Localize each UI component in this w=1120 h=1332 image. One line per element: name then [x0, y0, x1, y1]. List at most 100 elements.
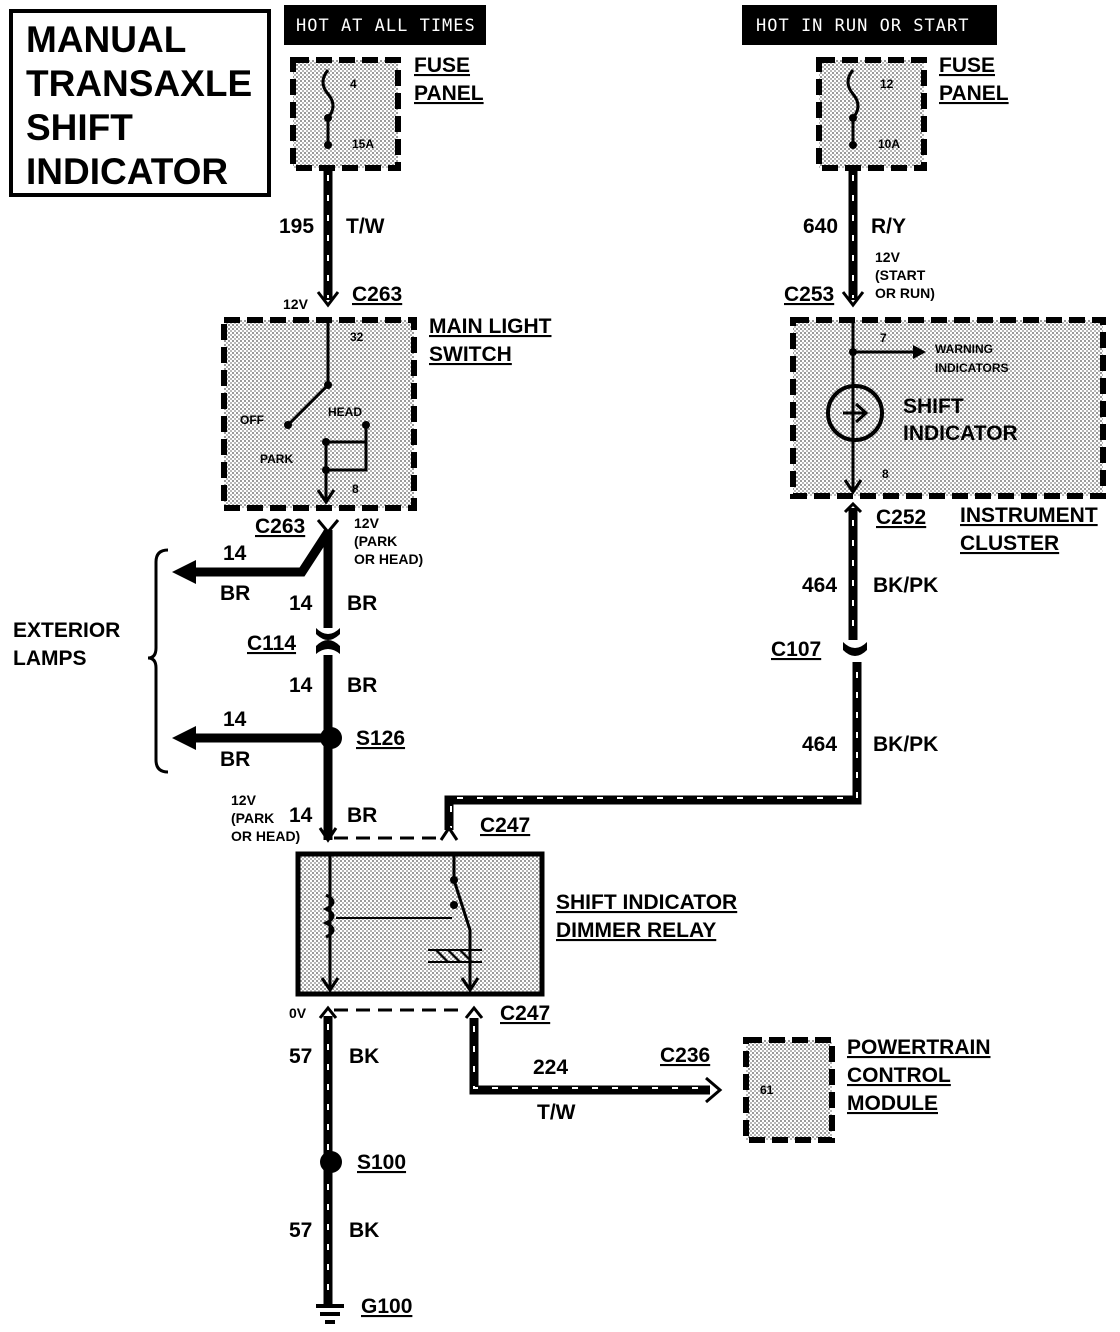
title-line-2: TRANSAXLE: [26, 63, 252, 104]
main-light-switch-label-1: MAIN LIGHT: [429, 315, 552, 338]
pcm-label-1: POWERTRAIN: [847, 1036, 991, 1059]
wire-224-circuit: 224: [533, 1056, 568, 1079]
wire-14-label-d: 14: [223, 708, 247, 731]
fuse-left-label-1: FUSE: [414, 54, 470, 77]
wire-464-label-b: 464: [802, 733, 837, 756]
cluster-pin-7: 7: [880, 331, 887, 345]
exterior-lamps-label-1: EXTERIOR: [13, 619, 120, 642]
pcm-label-2: CONTROL: [847, 1064, 951, 1087]
instrument-cluster: 7 8 WARNING INDICATORS SHIFT INDICATOR I…: [790, 317, 1106, 555]
wire-195-color: T/W: [346, 215, 385, 238]
connector-c107: C107: [771, 638, 821, 661]
voltage-12v-start-2: (START: [875, 267, 926, 283]
fuse-right-label-1: FUSE: [939, 54, 995, 77]
voltage-12v-park-b2: (PARK: [231, 810, 274, 826]
wire-bkpk-label-b: BK/PK: [873, 733, 938, 756]
wire-57-label-b: 57: [289, 1219, 312, 1242]
exterior-lamps-label-2: LAMPS: [13, 647, 87, 670]
switch-pin-8: 8: [352, 482, 359, 496]
cluster-pin-8: 8: [882, 467, 889, 481]
wire-640-color: R/Y: [871, 215, 906, 238]
wire-br-label-e: BR: [347, 804, 377, 827]
wire-14-label-b: 14: [289, 592, 313, 615]
connector-c247-top: C247: [480, 814, 530, 837]
instrument-cluster-label-2: CLUSTER: [960, 532, 1059, 555]
ground-g100: G100: [361, 1295, 412, 1318]
exterior-lamps-bracket: EXTERIOR LAMPS: [13, 548, 169, 774]
wire-br-label-c: BR: [347, 674, 377, 697]
voltage-12v-start-1: 12V: [875, 249, 901, 265]
wire-14-label-c: 14: [289, 674, 313, 697]
wire-57-bk: [316, 1016, 344, 1324]
fuse-left-rating: 15A: [352, 137, 374, 151]
wire-14-label-e: 14: [289, 804, 313, 827]
wire-br-label-b: BR: [347, 592, 377, 615]
wire-195-circuit: 195: [279, 215, 314, 238]
voltage-12v-park-b3: OR HEAD): [231, 828, 300, 844]
fuse-right-label-2: PANEL: [939, 82, 1009, 105]
main-light-switch: 32 OFF HEAD PARK 8 MAIN LIGHT SWITCH: [221, 315, 552, 511]
connector-c263-bottom: C263: [255, 515, 305, 538]
wire-57-label-a: 57: [289, 1045, 312, 1068]
wire-bkpk-label-a: BK/PK: [873, 574, 938, 597]
powertrain-control-module: 61 POWERTRAIN CONTROL MODULE: [743, 1036, 991, 1143]
fuse-panel-right: 12 10A FUSE PANEL: [816, 54, 1009, 171]
voltage-12v-park-b1: 12V: [231, 792, 257, 808]
voltage-12v-park-2: (PARK: [354, 533, 397, 549]
connector-c263-top: C263: [352, 283, 402, 306]
connector-c114: C114: [247, 632, 296, 655]
pcm-label-3: MODULE: [847, 1092, 938, 1115]
title-line-3: SHIFT: [26, 107, 133, 148]
fuse-panel-left: 4 15A FUSE PANEL: [290, 54, 484, 171]
relay-label-2: DIMMER RELAY: [556, 919, 716, 942]
wire-640-circuit: 640: [803, 215, 838, 238]
shift-indicator-label-1: SHIFT: [903, 395, 964, 418]
voltage-12v-top: 12V: [283, 296, 309, 312]
fuse-right-rating: 10A: [878, 137, 900, 151]
title-block: MANUAL TRANSAXLE SHIFT INDICATOR: [9, 9, 271, 197]
power-feed-left-label: HOT AT ALL TIMES: [296, 16, 476, 36]
switch-pin-32: 32: [350, 330, 364, 344]
warning-indicators-2: INDICATORS: [935, 361, 1009, 375]
fuse-left-label-2: PANEL: [414, 82, 484, 105]
warning-indicators-1: WARNING: [935, 342, 993, 356]
switch-off-label: OFF: [240, 413, 264, 427]
wire-464-bkpk: [439, 501, 867, 841]
connector-c252: C252: [876, 506, 926, 529]
wire-br-label-d: BR: [220, 748, 250, 771]
switch-head-label: HEAD: [328, 405, 362, 419]
connector-c236: C236: [660, 1044, 710, 1067]
power-feed-left: HOT AT ALL TIMES: [284, 5, 486, 45]
wire-br-label-a: BR: [220, 582, 250, 605]
power-feed-right: HOT IN RUN OR START: [742, 5, 997, 45]
fuse-right-number: 12: [880, 77, 894, 91]
power-feed-right-label: HOT IN RUN OR START: [756, 16, 969, 36]
splice-s100: S100: [357, 1151, 406, 1174]
wire-195: 195 T/W: [279, 168, 385, 300]
shift-indicator-label-2: INDICATOR: [903, 422, 1018, 445]
shift-indicator-dimmer-relay: SHIFT INDICATOR DIMMER RELAY: [295, 851, 737, 997]
fuse-left-number: 4: [350, 77, 357, 91]
voltage-12v-park-3: OR HEAD): [354, 551, 423, 567]
wire-224-color: T/W: [537, 1101, 576, 1124]
wire-640: 640 R/Y: [803, 168, 906, 300]
connector-c247-bottom: C247: [500, 1002, 550, 1025]
wire-224-tw: [469, 1018, 723, 1104]
switch-park-label: PARK: [260, 452, 293, 466]
pcm-pin-61: 61: [760, 1083, 774, 1097]
wire-14-br-chain: [172, 519, 342, 843]
voltage-12v-start-3: OR RUN): [875, 285, 935, 301]
voltage-12v-park-1: 12V: [354, 515, 380, 531]
connector-c253: C253: [784, 283, 834, 306]
main-light-switch-label-2: SWITCH: [429, 343, 512, 366]
wire-bk-label-a: BK: [349, 1045, 379, 1068]
relay-label-1: SHIFT INDICATOR: [556, 891, 737, 914]
wire-14-label-a: 14: [223, 542, 247, 565]
voltage-0v: 0V: [289, 1005, 307, 1021]
wire-464-label-a: 464: [802, 574, 837, 597]
title-line-1: MANUAL: [26, 19, 186, 60]
wire-bk-label-b: BK: [349, 1219, 379, 1242]
title-line-4: INDICATOR: [26, 151, 228, 192]
splice-s126: S126: [356, 727, 405, 750]
